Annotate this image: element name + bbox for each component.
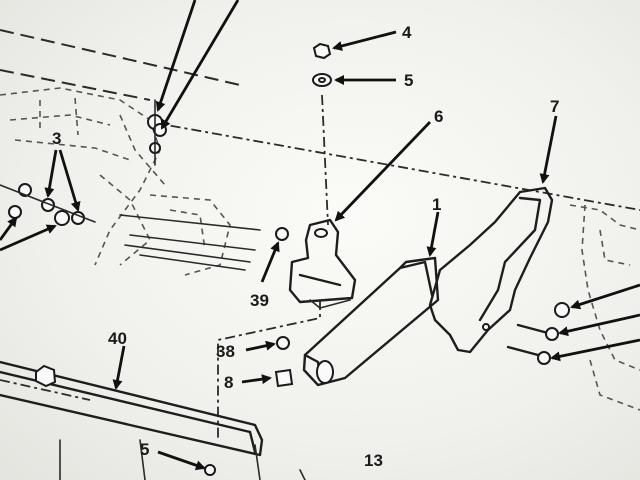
- centerline-left: [0, 69, 151, 101]
- leader-8: [241, 374, 272, 385]
- callout-13: 13: [364, 451, 383, 470]
- leader-38: [245, 340, 276, 352]
- leader-top-a: [155, 0, 197, 112]
- leader-6: [334, 121, 432, 222]
- callout-38: 38: [216, 342, 235, 361]
- leader-1: [426, 211, 440, 257]
- lower-hardware: [59, 439, 306, 480]
- leader-4: [332, 30, 397, 51]
- callout-4: 4: [402, 23, 412, 42]
- callout-39: 39: [250, 291, 269, 310]
- centerline-main: [149, 121, 640, 211]
- leader-3a: [44, 149, 58, 198]
- upper-bracket-hardware: [147, 99, 167, 166]
- item-3-hardware: [0, 183, 96, 226]
- phantom-frame-assembly: [0, 87, 261, 276]
- right-bolts: [506, 302, 570, 365]
- leader-right-a: [570, 283, 640, 310]
- callout-7: 7: [550, 97, 559, 116]
- leader-top-b: [160, 0, 240, 130]
- callout-6: 6: [434, 107, 443, 126]
- item-39-pin: [275, 227, 289, 241]
- leader-3c: [0, 224, 57, 252]
- item-5-washer-top: [312, 73, 332, 87]
- callout-3: 3: [52, 129, 61, 148]
- item-8-bolt: [274, 368, 294, 388]
- callout-5-bottom: 5: [140, 440, 149, 459]
- leader-40: [112, 345, 126, 390]
- item-6-bracket: [288, 218, 357, 309]
- leader-7: [539, 115, 558, 184]
- leader-39: [260, 241, 280, 283]
- callout-8: 8: [224, 373, 233, 392]
- centerline-vertical: [321, 94, 329, 226]
- leader-5-bottom: [157, 450, 206, 471]
- phantom-right-components: [569, 204, 640, 411]
- item-4-nut: [312, 42, 332, 60]
- callout-5-top: 5: [404, 71, 413, 90]
- callout-40: 40: [108, 329, 127, 348]
- item-7-plate: [428, 186, 554, 354]
- callout-1: 1: [432, 195, 441, 214]
- centerline-lower: [0, 379, 91, 401]
- leader-right-b: [558, 313, 640, 337]
- leader-3b: [58, 149, 81, 212]
- centerline-38-8: [217, 300, 321, 440]
- leader-right-c: [550, 338, 640, 362]
- item-38-nut: [276, 336, 290, 350]
- item-1-arm: [302, 256, 440, 387]
- item-40-bar: [0, 360, 264, 457]
- leader-3d: [0, 216, 18, 241]
